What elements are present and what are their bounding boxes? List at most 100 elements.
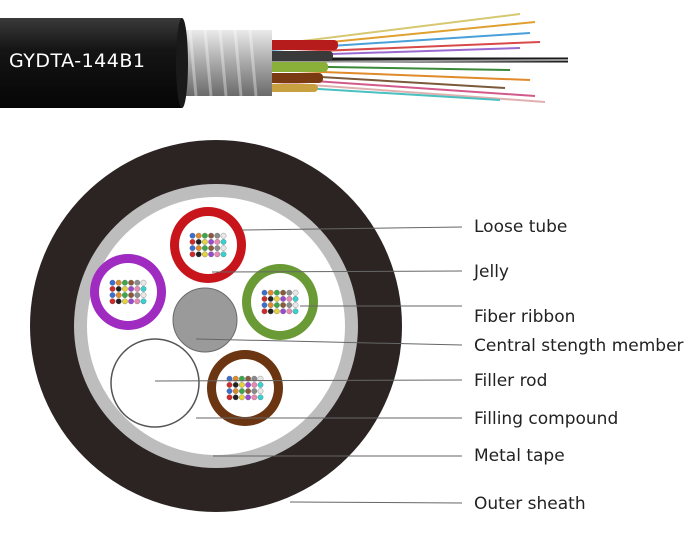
- fiber: [134, 292, 141, 298]
- loose-tube-purple: [90, 254, 166, 330]
- fiber: [226, 382, 233, 388]
- fiber: [226, 394, 233, 401]
- fiber: [115, 279, 122, 286]
- fiber: [245, 382, 251, 388]
- fiber: [208, 232, 214, 239]
- fiber: [202, 239, 208, 245]
- fiber-ribbon-red: [189, 232, 227, 258]
- loose-tube-red: [170, 207, 246, 283]
- fiber: [286, 308, 293, 315]
- loose-tube-green: [242, 264, 318, 340]
- fiber: [274, 289, 280, 296]
- fiber: [274, 296, 280, 302]
- central-strength-member: [172, 287, 238, 353]
- fiber: [257, 375, 264, 382]
- callout-lines: [154, 226, 463, 504]
- fiber: [220, 251, 227, 258]
- fiber: [286, 302, 293, 308]
- fiber: [280, 302, 286, 308]
- fiber: [245, 388, 251, 394]
- fiber: [128, 298, 134, 305]
- label-loose-tube: Loose tube: [474, 217, 567, 237]
- fiber: [140, 286, 147, 292]
- fiber: [122, 298, 128, 305]
- label-jelly: Jelly: [473, 262, 509, 282]
- fiber: [140, 292, 147, 298]
- fiber: [109, 292, 116, 298]
- label-fiber-ribbon: Fiber ribbon: [474, 307, 575, 327]
- fiber: [280, 296, 286, 302]
- fiber: [232, 375, 239, 382]
- fiber: [140, 279, 147, 286]
- fiber-ribbon-purple: [109, 279, 147, 305]
- leader-outer-sheath: [289, 501, 463, 504]
- outer-jacket: [0, 18, 182, 108]
- filler-rod: [110, 338, 200, 428]
- fiber: [267, 302, 274, 308]
- fiber: [239, 382, 245, 388]
- fiber: [109, 279, 116, 286]
- leader-jelly: [211, 270, 463, 273]
- fiber: [109, 298, 116, 305]
- leader-filler-rod: [154, 379, 463, 382]
- label-central-strength-member: Central stength member: [474, 336, 684, 356]
- fiber: [251, 375, 258, 382]
- fiber: [257, 394, 264, 401]
- loose-tubes-exposed: [268, 40, 338, 92]
- fiber: [267, 308, 274, 315]
- fiber: [128, 279, 134, 286]
- fiber: [280, 289, 286, 296]
- fiber: [122, 286, 128, 292]
- fiber: [226, 375, 233, 382]
- fiber: [214, 245, 221, 251]
- fiber: [239, 388, 245, 394]
- fiber: [220, 245, 227, 251]
- fiber: [208, 251, 214, 258]
- fiber: [195, 251, 202, 258]
- fiber: [109, 286, 116, 292]
- fiber: [220, 239, 227, 245]
- fiber: [261, 302, 268, 308]
- fiber: [261, 289, 268, 296]
- fiber-ribbon-green: [261, 289, 299, 315]
- cable-model-label: GYDTA-144B1: [9, 50, 145, 72]
- fiber: [195, 245, 202, 251]
- fiber: [257, 388, 264, 394]
- fiber: [208, 239, 214, 245]
- fiber-ribbon-brown: [226, 375, 264, 401]
- fiber: [267, 296, 274, 302]
- fiber: [280, 308, 286, 315]
- fiber: [134, 286, 141, 292]
- fiber: [202, 251, 208, 258]
- label-metal-tape: Metal tape: [474, 446, 565, 466]
- fiber: [245, 375, 251, 382]
- fiber: [189, 251, 196, 258]
- fiber: [128, 286, 134, 292]
- fiber: [257, 382, 264, 388]
- fiber: [115, 298, 122, 305]
- fiber: [140, 298, 147, 305]
- fiber: [220, 232, 227, 239]
- fiber: [214, 239, 221, 245]
- cable-photo: GYDTA-144B1: [0, 13, 569, 108]
- fiber: [115, 292, 122, 298]
- fiber: [202, 232, 208, 239]
- cross-section: [30, 140, 402, 512]
- fiber: [286, 289, 293, 296]
- fiber: [292, 289, 299, 296]
- fiber: [189, 245, 196, 251]
- metal-tape-exposed: [180, 30, 272, 96]
- fiber: [267, 289, 274, 296]
- fiber: [226, 388, 233, 394]
- fiber: [232, 394, 239, 401]
- fiber: [189, 232, 196, 239]
- leader-central-member: [195, 338, 463, 346]
- loose-tube-brown: [207, 350, 283, 426]
- fiber: [239, 375, 245, 382]
- label-filler-rod: Filler rod: [474, 371, 547, 391]
- fiber: [261, 308, 268, 315]
- fiber: [202, 245, 208, 251]
- fiber: [134, 298, 141, 305]
- fiber: [189, 239, 196, 245]
